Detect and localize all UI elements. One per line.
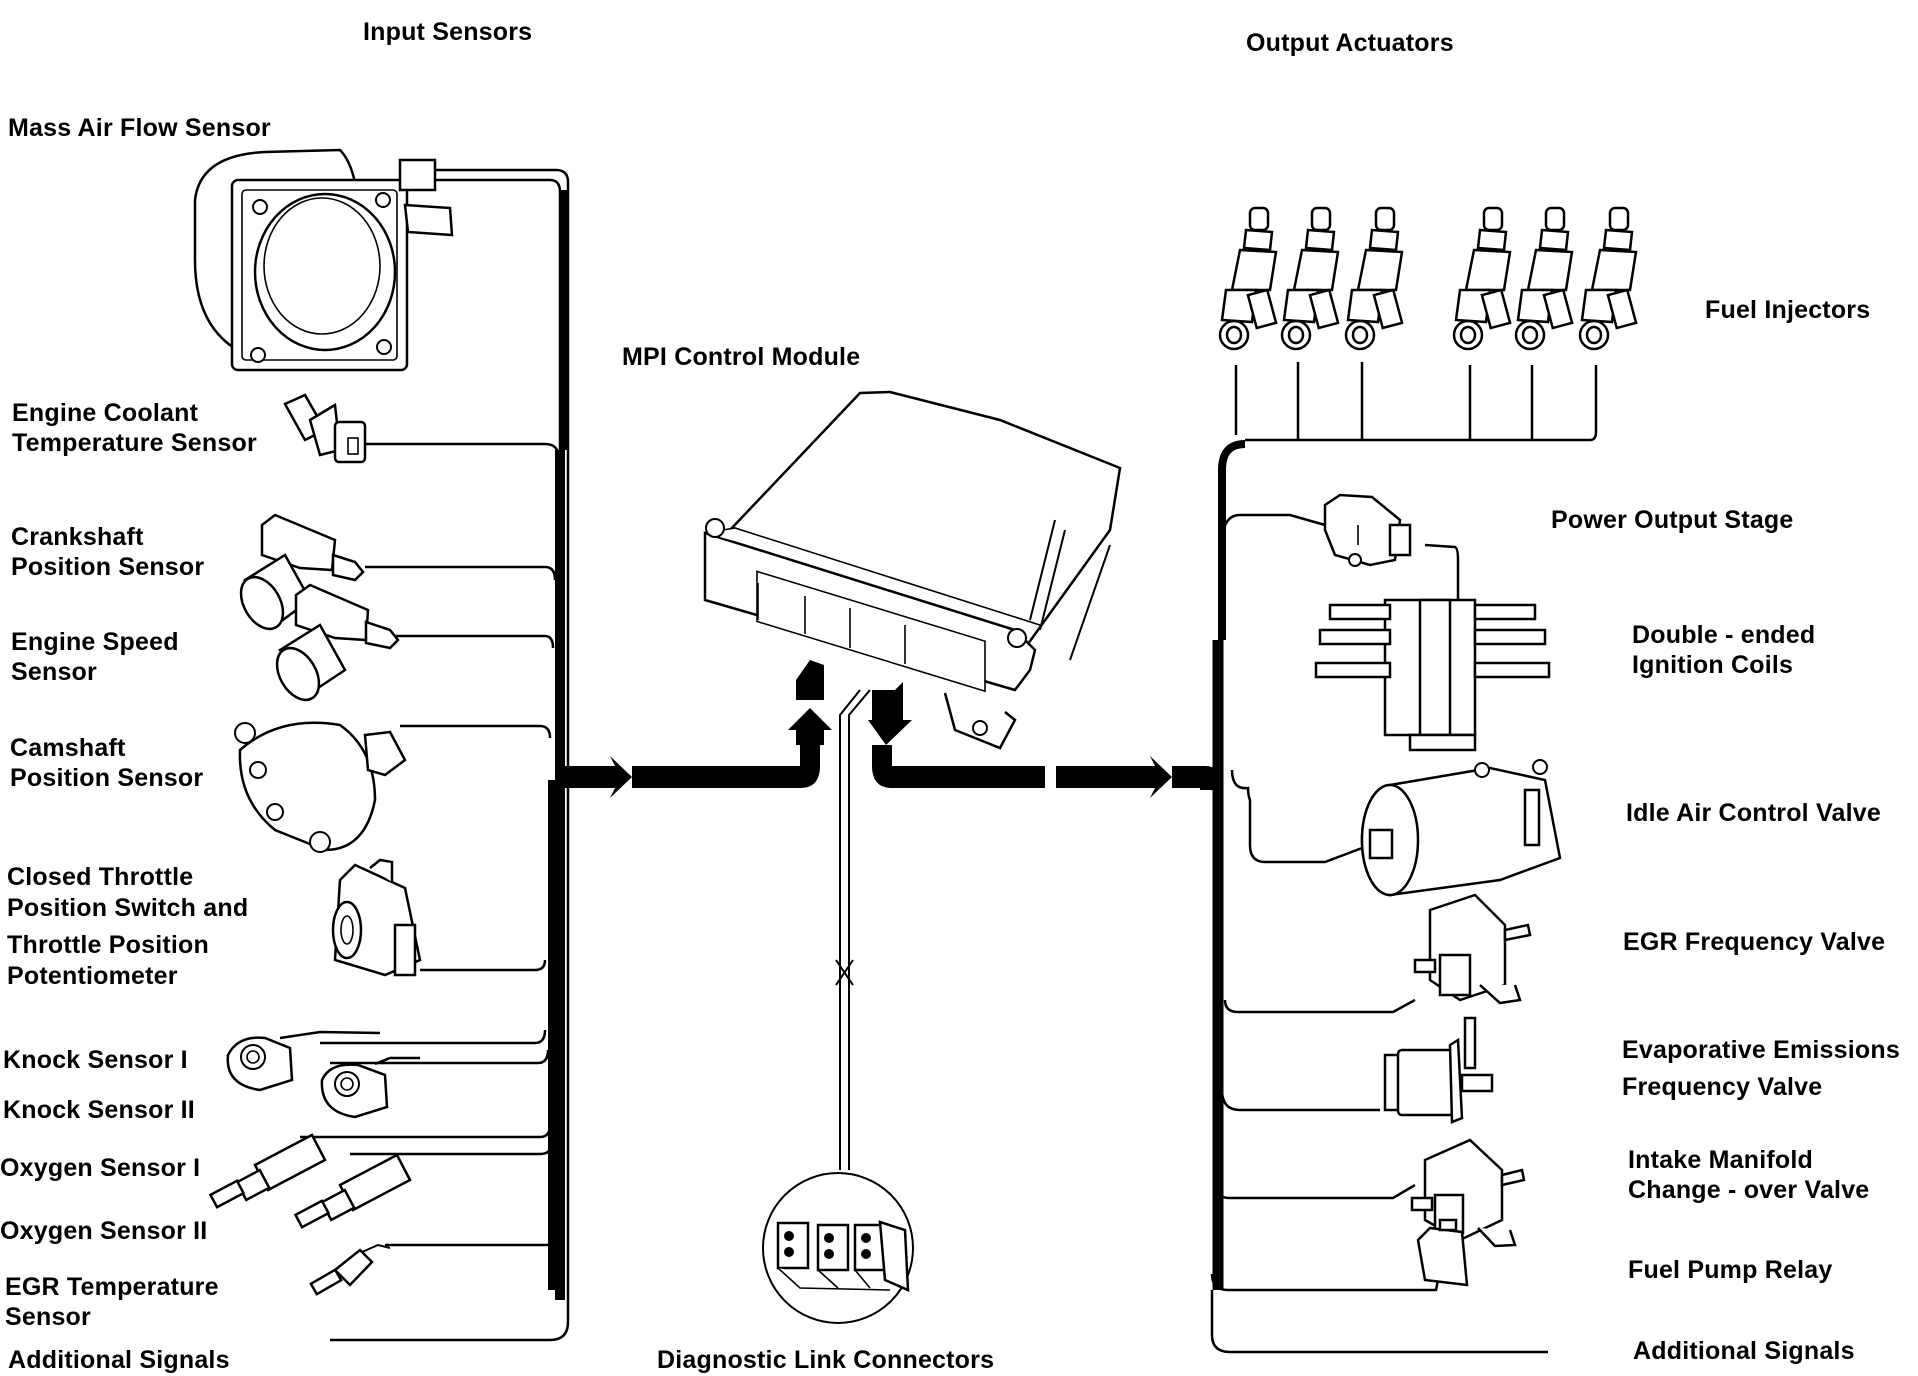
- input-label-cmp-line2: Position Sensor: [10, 764, 204, 792]
- fuel-injector-icon: [1578, 206, 1638, 351]
- input-label-cmp-line1: Camshaft: [10, 734, 126, 762]
- diagnostic-link-wire: [762, 689, 914, 1324]
- intake-manifold-valve-icon: [1410, 1138, 1526, 1248]
- output-label-coil-line2: Ignition Coils: [1632, 651, 1794, 679]
- input-label-o2a: Oxygen Sensor I: [0, 1154, 201, 1182]
- input-label-ess-line2: Sensor: [11, 658, 97, 686]
- output-label-addout: Additional Signals: [1633, 1337, 1855, 1365]
- down-from-ecu-arrow: [868, 682, 912, 745]
- signal-flow-arrows: [565, 660, 1222, 798]
- input-sensors-heading: Input Sensors: [363, 18, 533, 46]
- diagnostic-connector-icon: [776, 1220, 910, 1292]
- knock-sensor-2-icon: [320, 1063, 389, 1119]
- egr-temperature-sensor-icon: [309, 1243, 391, 1296]
- output-label-pos: Power Output Stage: [1551, 506, 1794, 534]
- output-label-evap-line1: Evaporative Emissions: [1622, 1036, 1900, 1064]
- output-actuators-heading: Output Actuators: [1246, 29, 1454, 57]
- output-label-egrv: EGR Frequency Valve: [1623, 928, 1886, 956]
- diagnostic-connector-circle: [762, 1172, 914, 1324]
- input-label-ess-line1: Engine Speed: [11, 628, 179, 656]
- power-output-stage-icon: [1323, 493, 1412, 567]
- input-label-ckp-line2: Position Sensor: [11, 553, 205, 581]
- output-flow-arrow: [1056, 756, 1172, 798]
- mass-air-flow-sensor-icon: [193, 148, 454, 372]
- output-label-imcv-line2: Change - over Valve: [1628, 1176, 1870, 1204]
- input-label-tps-line3: Throttle Position: [7, 931, 209, 959]
- egr-frequency-valve-icon: [1413, 893, 1532, 1005]
- evap-emissions-valve-icon: [1383, 1016, 1494, 1124]
- input-label-tps-line2: Position Switch and: [7, 894, 249, 922]
- ignition-coils-icon: [1314, 598, 1551, 752]
- input-label-tps-line1: Closed Throttle: [7, 863, 194, 891]
- oxygen-sensor-1-icon: [208, 1133, 327, 1209]
- knock-sensor-1-icon: [226, 1036, 294, 1092]
- fuel-injector-icon: [1344, 206, 1404, 351]
- mpi-control-module-icon: [703, 390, 1122, 750]
- output-label-iac: Idle Air Control Valve: [1626, 799, 1881, 827]
- input-label-ckp-line1: Crankshaft: [11, 523, 144, 551]
- output-wiring-bus: [1210, 362, 1598, 1354]
- output-label-inj: Fuel Injectors: [1705, 296, 1871, 324]
- input-label-maf: Mass Air Flow Sensor: [8, 114, 271, 142]
- input-label-addin: Additional Signals: [8, 1346, 230, 1374]
- output-label-evap-line2: Frequency Valve: [1622, 1073, 1823, 1101]
- fuel-pump-relay-icon: [1416, 1218, 1469, 1287]
- camshaft-position-sensor-icon: [234, 721, 407, 853]
- input-label-tps-line4: Potentiometer: [7, 962, 178, 990]
- output-label-imcv-line1: Intake Manifold: [1628, 1146, 1813, 1174]
- coolant-temperature-sensor-icon: [283, 393, 367, 464]
- idle-air-control-valve-icon: [1360, 759, 1562, 897]
- fuel-injectors-icon: [1218, 206, 1638, 351]
- input-label-ks1: Knock Sensor I: [3, 1046, 188, 1074]
- throttle-position-sensor-icon: [331, 858, 422, 977]
- fuel-injector-icon: [1280, 206, 1340, 351]
- diagnostic-connectors-heading: Diagnostic Link Connectors: [657, 1346, 995, 1374]
- input-label-o2b: Oxygen Sensor II: [0, 1217, 208, 1245]
- input-label-ks2: Knock Sensor II: [3, 1096, 195, 1124]
- input-label-ect-line2: Temperature Sensor: [12, 429, 257, 457]
- input-wiring-bus: [279, 168, 570, 1342]
- fuel-injector-icon: [1452, 206, 1512, 351]
- output-label-fpr: Fuel Pump Relay: [1628, 1256, 1833, 1284]
- input-label-egrt-line1: EGR Temperature: [5, 1273, 219, 1301]
- crankshaft-position-sensor-icon: [239, 513, 365, 631]
- oxygen-sensor-2-icon: [293, 1153, 412, 1229]
- input-flow-arrow: [565, 756, 632, 798]
- fuel-injector-icon: [1514, 206, 1574, 351]
- engine-speed-sensor-icon: [275, 583, 400, 702]
- control-module-heading: MPI Control Module: [622, 343, 861, 371]
- input-label-ect-line1: Engine Coolant: [12, 399, 199, 427]
- fuel-injector-icon: [1218, 206, 1278, 351]
- output-label-coil-line1: Double - ended: [1632, 621, 1816, 649]
- input-label-egrt-line2: Sensor: [5, 1303, 91, 1331]
- up-to-ecu-arrow: [788, 708, 832, 745]
